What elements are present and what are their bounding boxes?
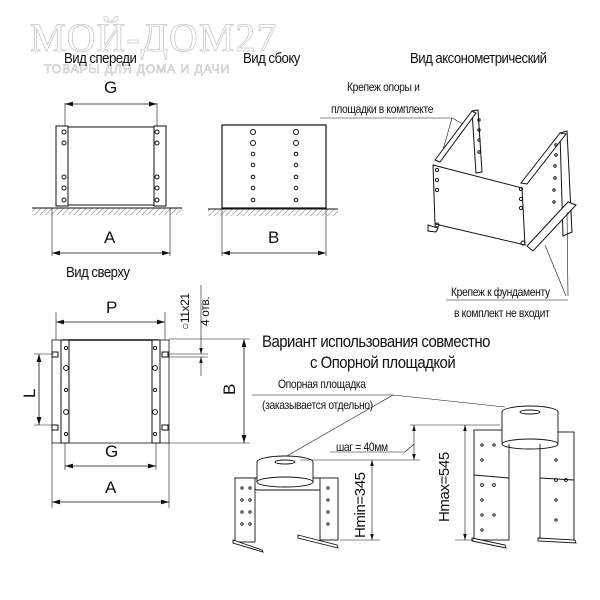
dim-label-p-top: P: [106, 298, 118, 317]
side-view-drawing: [208, 124, 338, 256]
dim-label-g-top: G: [105, 442, 119, 461]
dim-label-g-front: G: [104, 78, 118, 97]
dim-label-a-front: A: [104, 228, 116, 247]
axonometric-view-drawing: [320, 109, 577, 301]
variant-title-line1: Вариант использования совместно: [262, 332, 490, 351]
top-view-drawing: [34, 285, 250, 508]
side-view-title: Вид сбоку: [243, 50, 300, 67]
variant-title-line2: с Опорной площадкой: [310, 353, 456, 372]
front-view-title: Вид спереди: [64, 50, 137, 67]
assembly-min-height: [232, 455, 339, 553]
assembly-max-height: [471, 405, 577, 549]
dim-label-a-top: A: [105, 478, 117, 497]
callout-fasteners-included-line1: Крепеж опоры и: [347, 80, 420, 94]
top-view-title: Вид сверху: [66, 264, 130, 281]
step-label: шаг = 40мм: [336, 440, 388, 454]
axonometric-view-title: Вид аксонометрический: [410, 50, 547, 67]
callout-fasteners-included-line2: площадки в комплекте: [331, 102, 434, 116]
platform-label: Опорная площадка: [278, 377, 366, 391]
variant-drawing: [232, 394, 577, 553]
front-view-drawing: [32, 101, 182, 256]
watermark-tagline: ТОВАРЫ ДЛЯ ДОМА И ДАЧИ: [44, 62, 231, 77]
platform-note: (заказывается отдельно): [262, 398, 373, 412]
watermark-brand: МОЙ-ДОМ27: [30, 15, 278, 61]
dim-label-b-side: B: [268, 228, 280, 247]
callout-foundation-fasteners-line2: в комплект не входит: [454, 306, 550, 320]
callout-foundation-fasteners-line1: Крепеж к фундаменту: [451, 285, 550, 299]
